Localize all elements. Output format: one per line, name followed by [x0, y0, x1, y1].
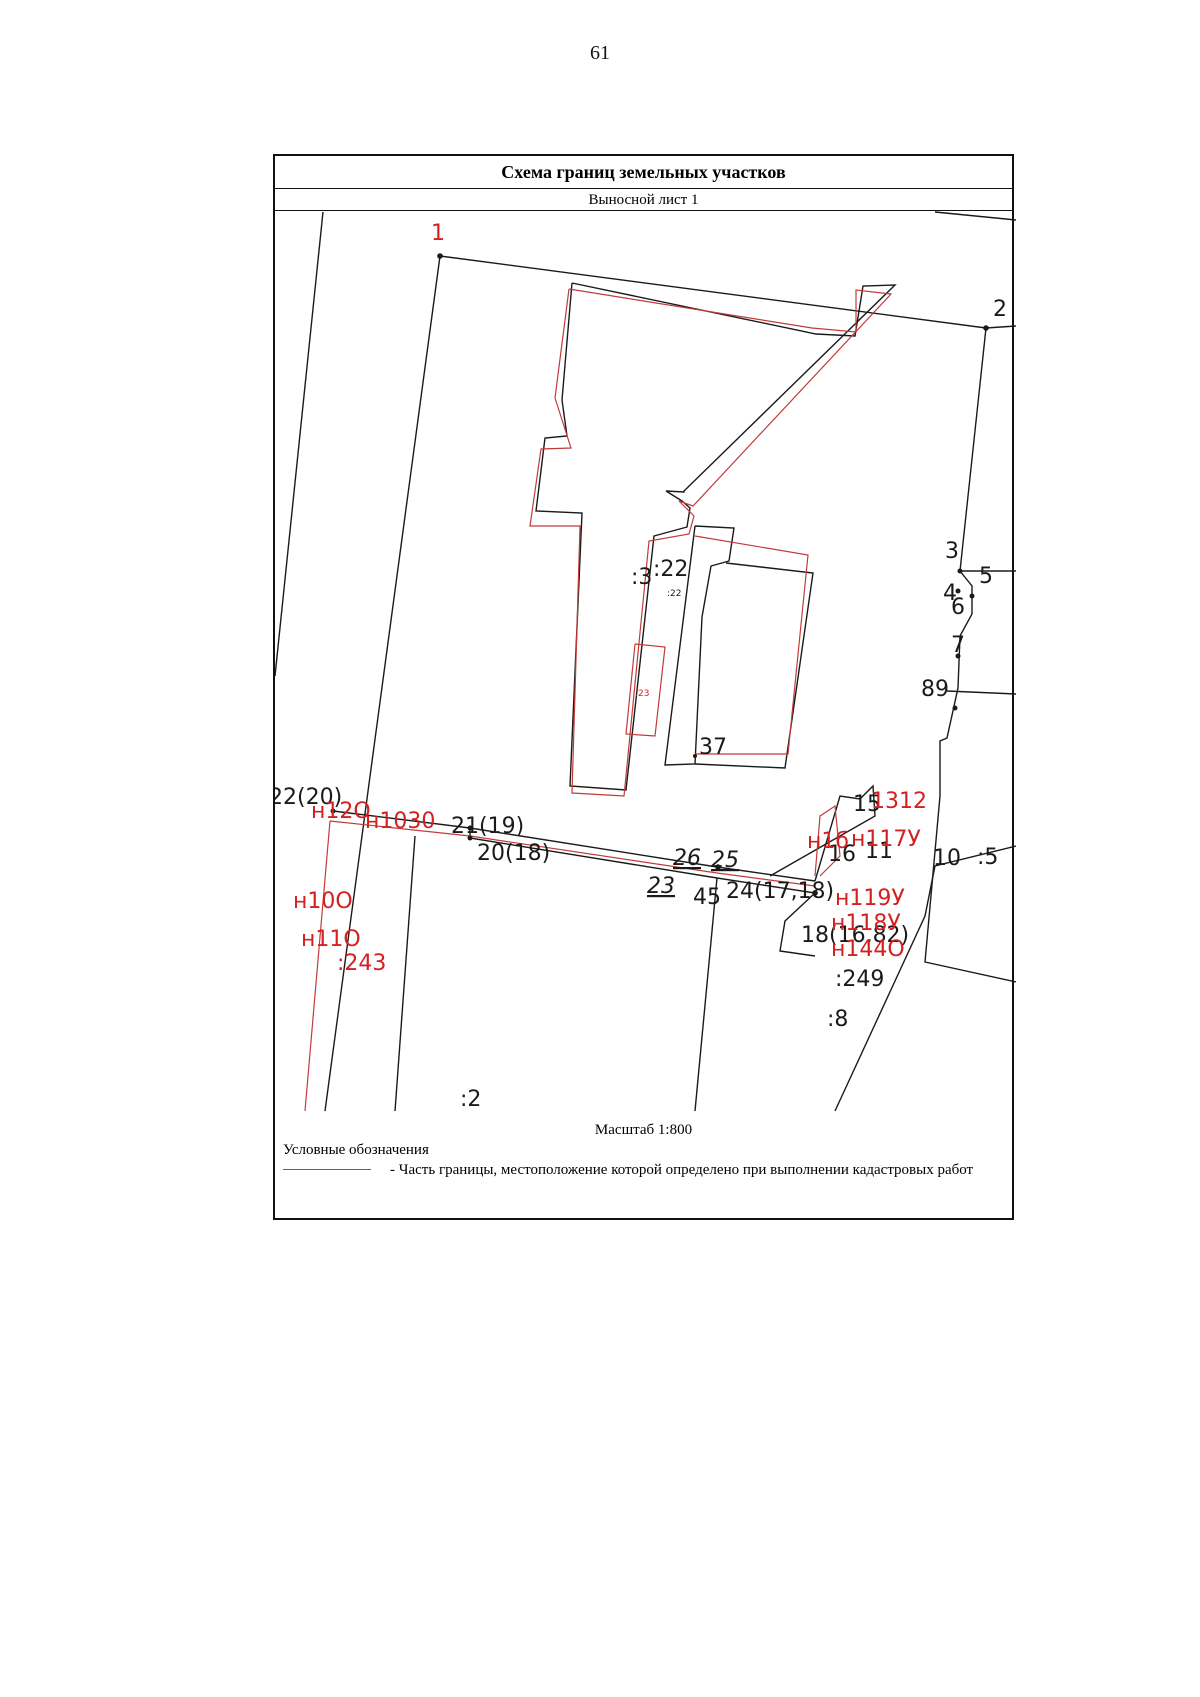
label-cad-22: :22 — [653, 557, 688, 582]
label-cad-3: :3 — [631, 565, 652, 590]
scheme-title: Схема границ земельных участков — [275, 156, 1012, 189]
label-18: 18(16,82) — [801, 923, 909, 948]
red-south — [329, 820, 816, 887]
cadastral-map: 2 3 4 5 6 7 89 10 11 15 16 18(16,82) 20(… — [275, 211, 1016, 1112]
label-cad-249: :249 — [835, 967, 884, 992]
label-n12o: н12О — [311, 799, 371, 824]
label-45: 45 — [693, 885, 721, 910]
inner-wing — [694, 562, 814, 769]
south-right-lower — [779, 892, 816, 957]
scheme-frame: 2 3 4 5 6 7 89 10 11 15 16 18(16,82) 20(… — [273, 154, 1016, 1220]
label-7: 7 — [951, 633, 965, 658]
left-boundary-line-1 — [275, 211, 324, 677]
top-right-stub — [985, 325, 1016, 329]
red-building — [529, 288, 893, 797]
point-21 — [467, 825, 473, 831]
label-n118: н118У — [831, 911, 901, 936]
point-1 — [437, 253, 443, 259]
red-left-line — [304, 820, 331, 1112]
point-3 — [957, 568, 963, 574]
right-parcel-89 — [946, 690, 1016, 695]
label-24: 24(17,18) — [726, 879, 834, 904]
point-18 — [812, 890, 818, 896]
southeast-diag — [834, 845, 1016, 1112]
label-89: 89 — [921, 677, 949, 702]
label-cad-2: :2 — [460, 1087, 481, 1112]
legend-title: Условные обозначения — [283, 1142, 429, 1158]
label-15: 15 — [853, 792, 881, 817]
legend-line-sample — [283, 1169, 371, 1170]
label-23: 23 — [647, 874, 675, 899]
page-number: 61 — [590, 42, 610, 64]
label-20: 20(18) — [477, 841, 550, 866]
label-cad-5: :5 — [977, 845, 998, 870]
point-2 — [983, 325, 989, 331]
label-2: 2 — [993, 297, 1007, 322]
red-inner — [694, 535, 809, 755]
top-right-corner — [934, 211, 1016, 221]
label-1: 1 — [431, 221, 445, 246]
label-26: 26 — [673, 846, 701, 871]
label-cad-8: :8 — [827, 1007, 848, 1032]
south-parcel-left — [394, 835, 416, 1112]
label-16: 16 — [828, 842, 856, 867]
point-22 — [330, 808, 336, 814]
point-9 — [952, 705, 958, 711]
red-right — [814, 804, 841, 877]
label-10: 10 — [933, 846, 961, 871]
legend-description: - Часть границы, местоположение которой … — [390, 1162, 974, 1178]
label-3: 3 — [945, 539, 959, 564]
point-24 — [715, 864, 721, 870]
southeast-parcel — [924, 795, 1016, 983]
label-37: 37 — [699, 735, 727, 760]
label-n1030: н1030 — [365, 809, 435, 834]
label-n10o: н10О — [293, 889, 353, 914]
label-n11o: н11О — [301, 927, 361, 952]
label-n1b: н1б — [807, 829, 849, 854]
label-n117: н117У — [851, 827, 921, 852]
top-boundary — [439, 255, 987, 329]
label-5: 5 — [979, 564, 993, 589]
label-cad-23: :23 — [635, 689, 649, 699]
point-4 — [955, 588, 961, 594]
south-boundary-lower — [469, 828, 816, 894]
label-cad-22-small: :22 — [667, 589, 681, 599]
south-parcel-mid — [694, 877, 718, 1112]
label-4: 4 — [943, 581, 957, 606]
south-boundary-upper — [332, 810, 816, 882]
label-25: 25 — [711, 848, 739, 873]
label-21: 21(19) — [451, 814, 524, 839]
label-n119: н119У — [835, 886, 905, 911]
label-n1440: н144О — [831, 937, 905, 962]
left-boundary-line-2 — [324, 255, 441, 1112]
scale-label: Масштаб 1:800 — [594, 1122, 693, 1138]
label-1312: 1312 — [871, 789, 927, 814]
building-outline — [535, 282, 897, 791]
point-37 — [693, 754, 697, 758]
point-6 — [969, 593, 975, 599]
label-11: 11 — [865, 839, 893, 864]
red-box-23 — [625, 643, 666, 737]
inner-courtyard — [664, 525, 735, 766]
point-20 — [467, 835, 473, 841]
sheet-title: Выносной лист 1 — [275, 189, 1012, 211]
label-6: 6 — [951, 595, 965, 620]
point-7 — [955, 653, 961, 659]
label-cad-243: :243 — [337, 951, 386, 976]
right-boundary — [939, 327, 987, 796]
label-22: 22(20) — [275, 785, 342, 810]
